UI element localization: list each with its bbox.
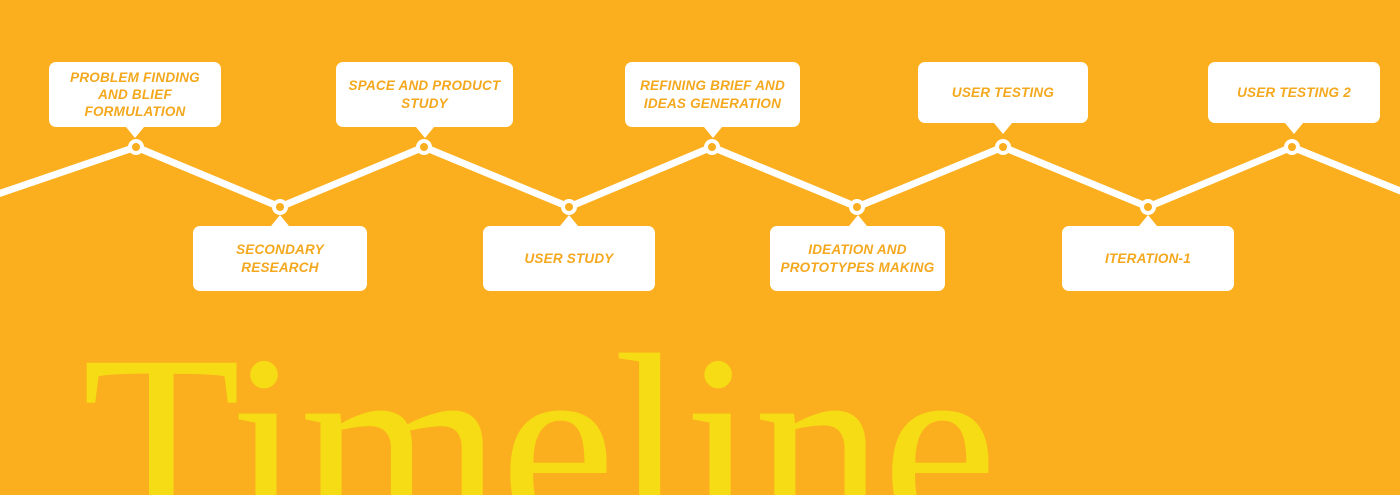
timeline-node-markers xyxy=(128,139,1300,215)
timeline-node-marker-center xyxy=(132,143,140,151)
timeline-node-marker[interactable] xyxy=(272,199,288,215)
zigzag-line xyxy=(0,143,1400,211)
card-user-study[interactable]: USER STUDY xyxy=(483,226,655,291)
card-space-product-study[interactable]: SPACE AND PRODUCT STUDY xyxy=(336,62,513,127)
card-label: ITERATION-1 xyxy=(1105,250,1191,266)
card-iteration-1[interactable]: ITERATION-1 xyxy=(1062,226,1234,291)
timeline-node-marker-center xyxy=(420,143,428,151)
timeline-node-marker-center xyxy=(565,203,573,211)
timeline-node-marker-center xyxy=(276,203,284,211)
card-label: USER TESTING 2 xyxy=(1237,84,1351,100)
timeline-node-marker[interactable] xyxy=(416,139,432,155)
card-label: USER STUDY xyxy=(524,250,614,266)
card-ideation-prototypes[interactable]: IDEATION AND PROTOTYPES MAKING xyxy=(770,226,945,291)
card-label: SPACE AND PRODUCT STUDY xyxy=(348,78,501,111)
card-secondary-research[interactable]: SECONDARY RESEARCH xyxy=(193,226,367,291)
timeline-node-marker-center xyxy=(1144,203,1152,211)
card-label: PROBLEM FINDING AND BLIEF FORMULATION xyxy=(70,69,200,120)
timeline-node-marker[interactable] xyxy=(849,199,865,215)
timeline-node-marker-center xyxy=(853,203,861,211)
card-label: SECONDARY RESEARCH xyxy=(236,242,324,275)
timeline-node-marker[interactable] xyxy=(128,139,144,155)
card-problem-finding[interactable]: PROBLEM FINDING AND BLIEF FORMULATION xyxy=(49,62,221,127)
timeline-node-marker-center xyxy=(708,143,716,151)
timeline-node-marker[interactable] xyxy=(561,199,577,215)
card-refining-brief[interactable]: REFINING BRIEF AND IDEAS GENERATION xyxy=(625,62,800,127)
card-label: USER TESTING xyxy=(951,84,1055,100)
background-heading-timeline: Timeline xyxy=(82,302,997,495)
timeline-node-marker[interactable] xyxy=(1140,199,1156,215)
card-label: REFINING BRIEF AND IDEAS GENERATION xyxy=(640,78,785,111)
card-label: IDEATION AND PROTOTYPES MAKING xyxy=(780,242,935,275)
timeline-node-marker[interactable] xyxy=(995,139,1011,155)
card-user-testing-2[interactable]: USER TESTING 2 xyxy=(1208,62,1380,123)
timeline-node-marker[interactable] xyxy=(1284,139,1300,155)
timeline-node-marker[interactable] xyxy=(704,139,720,155)
card-user-testing[interactable]: USER TESTING xyxy=(918,62,1088,123)
timeline-node-marker-center xyxy=(1288,143,1296,151)
timeline-node-marker-center xyxy=(999,143,1007,151)
